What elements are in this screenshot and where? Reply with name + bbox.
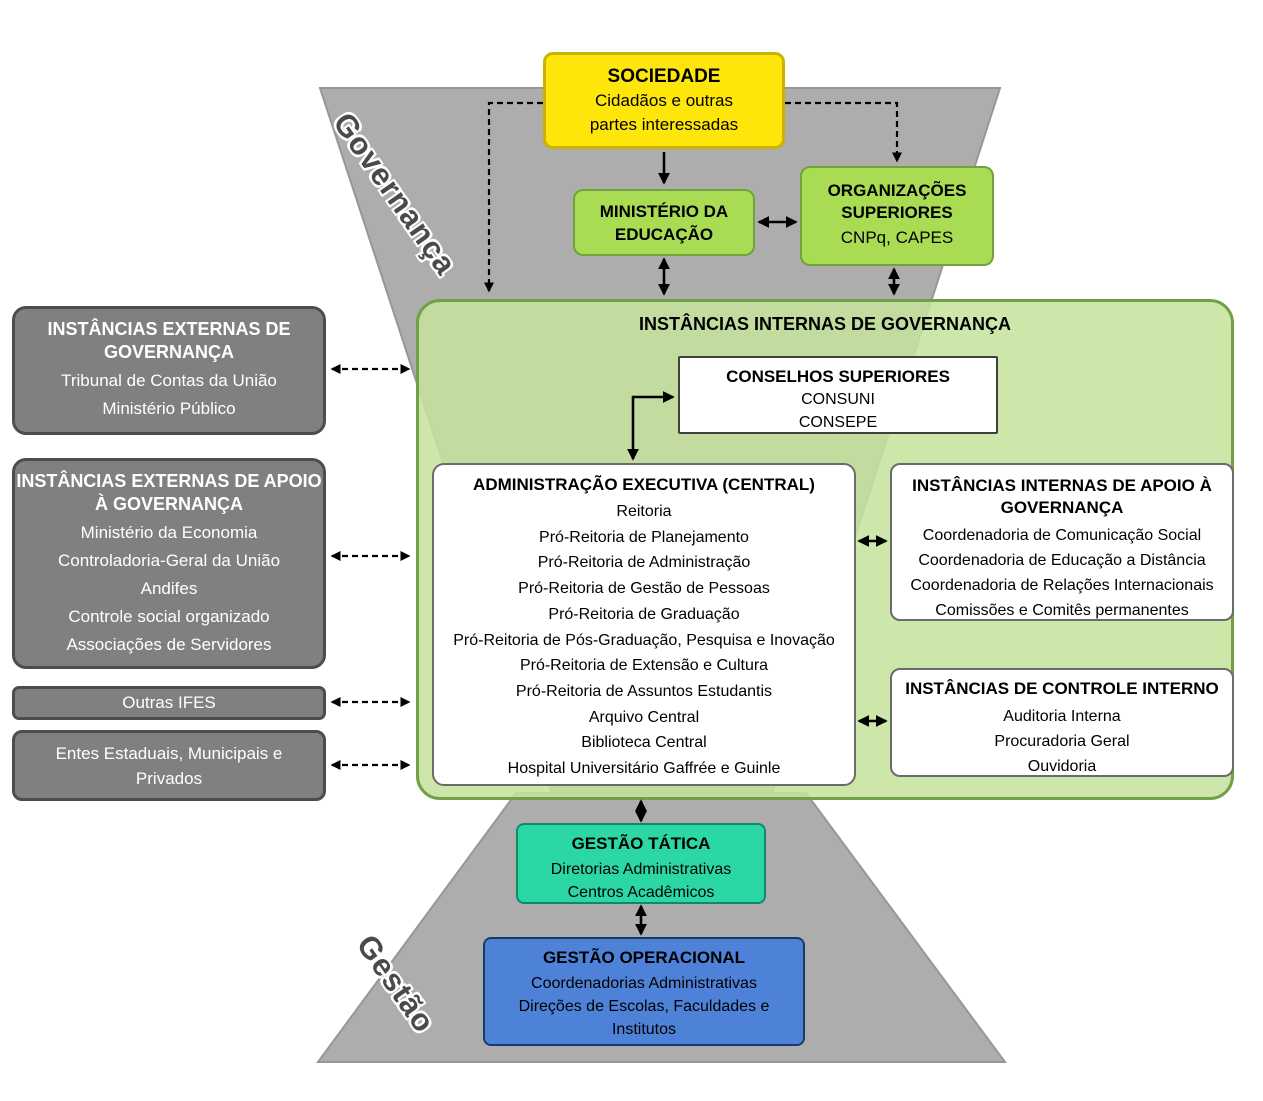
list-item: Reitoria bbox=[616, 503, 672, 520]
administracao-executiva-box: ADMINISTRAÇÃO EXECUTIVA (CENTRAL) Reitor… bbox=[432, 463, 856, 786]
sociedade-title: SOCIEDADE bbox=[607, 66, 721, 87]
list-item: Ouvidoria bbox=[1027, 758, 1097, 775]
externas-apoio-title: INSTÂNCIAS EXTERNAS DE APOIO À GOVERNANÇ… bbox=[16, 471, 322, 514]
arrow-sociedade-to-governanca-dashed bbox=[483, 101, 543, 293]
list-item: Pró-Reitoria de Gestão de Pessoas bbox=[518, 580, 770, 598]
ministerio-educacao-title: MINISTÉRIO DA EDUCAÇÃO bbox=[599, 201, 729, 244]
sociedade-lines: Cidadãos e outras partes interessadas bbox=[546, 89, 782, 137]
list-item: Biblioteca Central bbox=[581, 734, 707, 752]
gestao-tatica-box: GESTÃO TÁTICA Diretorias Administrativas… bbox=[516, 823, 766, 904]
list-item: CONSEPE bbox=[798, 414, 878, 431]
list-item: Hospital Universitário Gaffrée e Guinle bbox=[507, 760, 781, 778]
entes-box: Entes Estaduais, Municipais e Privados bbox=[12, 730, 326, 801]
administracao-executiva-title: ADMINISTRAÇÃO EXECUTIVA (CENTRAL) bbox=[473, 475, 815, 494]
list-item: Cidadãos e outras bbox=[595, 91, 733, 110]
outras-ifes-box: Outras IFES bbox=[12, 686, 326, 720]
list-item: Coordenadoria de Comunicação Social bbox=[922, 527, 1202, 544]
list-item: Controle social organizado bbox=[68, 607, 270, 626]
list-item: Centros Acadêmicos bbox=[567, 884, 715, 901]
sociedade-box: SOCIEDADE Cidadãos e outras partes intere… bbox=[543, 52, 785, 149]
organizacoes-superiores-title: ORGANIZAÇÕES SUPERIORES bbox=[827, 181, 967, 222]
controle-interno-title: INSTÂNCIAS DE CONTROLE INTERNO bbox=[905, 679, 1219, 698]
list-item: Arquivo Central bbox=[588, 708, 700, 726]
apoio-governanca-box: INSTÂNCIAS INTERNAS DE APOIO À GOVERNANÇ… bbox=[890, 463, 1234, 621]
list-item: Comissões e Comitês permanentes bbox=[935, 602, 1189, 619]
list-item: Pró-Reitoria de Assuntos Estudantis bbox=[515, 682, 773, 700]
instancias-internas-title: INSTÂNCIAS INTERNAS DE GOVERNANÇA bbox=[638, 314, 1012, 334]
gestao-operacional-title: GESTÃO OPERACIONAL bbox=[542, 948, 746, 967]
list-item: Pró-Reitoria de Planejamento bbox=[539, 528, 749, 546]
list-item: Pró-Reitoria de Graduação bbox=[548, 605, 740, 623]
apoio-governanca-title: INSTÂNCIAS INTERNAS DE APOIO À GOVERNANÇ… bbox=[912, 476, 1212, 517]
list-item: Andifes bbox=[140, 579, 198, 598]
list-item: Coordenadoria de Relações Internacionais bbox=[910, 577, 1214, 594]
externas-governanca-box: INSTÂNCIAS EXTERNAS DE GOVERNANÇA Tribun… bbox=[12, 306, 326, 435]
list-item: Coordenadorias Administrativas bbox=[531, 975, 757, 992]
list-item: Pró-Reitoria de Extensão e Cultura bbox=[519, 657, 769, 675]
list-item: Auditoria Interna bbox=[1003, 708, 1121, 725]
arrow-sociedade-to-organizacoes-dashed bbox=[785, 101, 903, 163]
list-item: Ministério Público bbox=[102, 399, 236, 418]
list-item: Procuradoria Geral bbox=[994, 733, 1130, 750]
conselhos-superiores-box: CONSELHOS SUPERIORES CONSUNI CONSEPE bbox=[678, 356, 998, 434]
externas-governanca-title: INSTÂNCIAS EXTERNAS DE GOVERNANÇA bbox=[47, 319, 291, 362]
controle-interno-box: INSTÂNCIAS DE CONTROLE INTERNO Auditoria… bbox=[890, 668, 1234, 777]
organizacoes-superiores-subtitle: CNPq, CAPES bbox=[840, 228, 954, 247]
list-item: Ministério da Economia bbox=[80, 523, 258, 542]
list-item: Pró-Reitoria de Administração bbox=[537, 554, 751, 572]
entes-label: Entes Estaduais, Municipais e Privados bbox=[55, 744, 283, 788]
list-item: Direções de Escolas, Faculdades e Instit… bbox=[518, 998, 770, 1038]
outras-ifes-label: Outras IFES bbox=[122, 693, 216, 712]
list-item: Pró-Reitoria de Pós-Graduação, Pesquisa … bbox=[453, 631, 835, 649]
organizacoes-superiores-box: ORGANIZAÇÕES SUPERIORES CNPq, CAPES bbox=[800, 166, 994, 266]
list-item: CONSUNI bbox=[801, 391, 875, 408]
gestao-tatica-title: GESTÃO TÁTICA bbox=[571, 834, 711, 853]
list-item: Coordenadoria de Educação a Distância bbox=[918, 552, 1206, 569]
conselhos-superiores-title: CONSELHOS SUPERIORES bbox=[726, 367, 950, 386]
list-item: Diretorias Administrativas bbox=[550, 861, 732, 878]
list-item: Tribunal de Contas da União bbox=[61, 371, 277, 390]
list-item: Controladoria-Geral da União bbox=[57, 551, 281, 570]
ministerio-educacao-box: MINISTÉRIO DA EDUCAÇÃO bbox=[573, 189, 755, 256]
list-item: Associações de Servidores bbox=[66, 635, 272, 654]
externas-apoio-box: INSTÂNCIAS EXTERNAS DE APOIO À GOVERNANÇ… bbox=[12, 458, 326, 669]
gestao-operacional-box: GESTÃO OPERACIONAL Coordenadorias Admini… bbox=[483, 937, 805, 1046]
conselhos-superiores-items: CONSUNI CONSEPE bbox=[680, 388, 996, 434]
list-item: partes interessadas bbox=[589, 115, 739, 134]
arrow-admin-conselhos bbox=[627, 391, 675, 461]
